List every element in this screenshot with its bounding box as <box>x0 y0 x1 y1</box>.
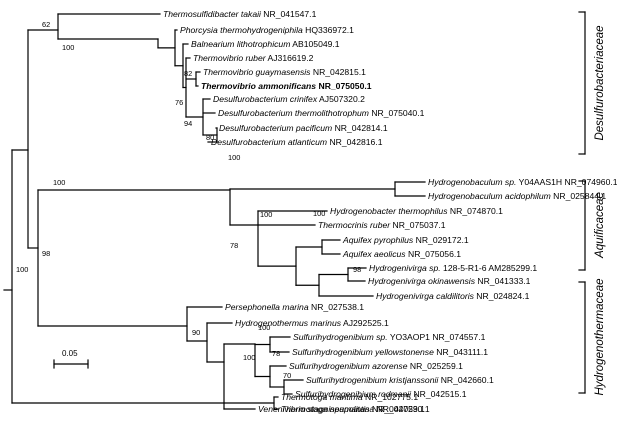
taxon-label: Hydrogenothermus marinus AJ292525.1 <box>235 318 389 328</box>
bootstrap-value: 62 <box>42 20 50 29</box>
bootstrap-value: 80 <box>206 133 214 142</box>
bootstrap-value: 82 <box>184 69 192 78</box>
family-label-hydrogenothermaceae: Hydrogenothermaceae <box>594 279 606 396</box>
taxon-label: Venenivibrio stagnispumantis NR_044029.1 <box>258 404 425 414</box>
bootstrap-value: 100 <box>258 323 270 332</box>
taxon-label: Phorcysia thermohydrogeniphila HQ336972.… <box>180 25 354 35</box>
taxon-label: Hydrogenivirga sp. 128-5-R1-6 AM285299.1 <box>369 263 537 273</box>
taxon-label: Sulfurihydrogenibium azorense NR_025259.… <box>289 361 463 371</box>
taxon-label: Thermovibrio guaymasensis NR_042815.1 <box>203 67 366 77</box>
scale-bar: 0.05 <box>53 349 89 369</box>
taxon-label: Desulfurobacterium pacificum NR_042814.1 <box>219 123 388 133</box>
family-bracket-desulfurobacteriaceae: Desulfurobacteriaceae <box>578 11 606 155</box>
bootstrap-values: 100 62 100 82 76 94 80 98 100 100 78 100 98 100 90 100 1… <box>16 20 361 380</box>
bootstrap-value: 90 <box>192 328 200 337</box>
bootstrap-value: 100 <box>228 153 240 162</box>
family-label-aquificaceae: Aquificaceae <box>594 192 606 259</box>
taxon-label: Thermovibrio ammonificans NR_075050.1 <box>201 81 372 91</box>
taxon-label: Hydrogenivirga okinawensis NR_041333.1 <box>368 276 531 286</box>
bootstrap-value: 94 <box>184 119 192 128</box>
bootstrap-value: 100 <box>62 43 74 52</box>
taxon-label: Thermovibrio ruber AJ316619.2 <box>193 53 314 63</box>
taxon-label: Desulfurobacterium atlanticum NR_042816.… <box>211 137 383 147</box>
bootstrap-value: 100 <box>243 353 255 362</box>
taxon-label: Thermotoga maritima NR_102775.1 <box>281 392 418 402</box>
family-bracket-hydrogenothermaceae: Hydrogenothermaceae <box>578 279 606 396</box>
taxon-label: Sulfurihydrogenibium rodmanii NR_042515.… <box>295 389 467 399</box>
taxon-label: Balnearium lithotrophicum AB105049.1 <box>191 39 340 49</box>
taxon-label: Sulfurihydrogenibium yellowstonense NR_0… <box>292 347 488 357</box>
bootstrap-value: 78 <box>230 241 238 250</box>
bootstrap-value: 98 <box>353 265 361 274</box>
bootstrap-value: 98 <box>42 249 50 258</box>
taxon-label: Persephonella marina NR_027538.1 <box>225 302 364 312</box>
taxon-label: Thermotoga neapolitana NR_027530.1 <box>281 404 430 414</box>
taxon-labels: Thermosulfidibacter takaii NR_041547.1Ph… <box>163 9 617 414</box>
taxon-label: Hydrogenobaculum sp. Y04AAS1H NR_074960.… <box>428 177 617 187</box>
bootstrap-value: 70 <box>283 371 291 380</box>
bootstrap-value: 76 <box>175 98 183 107</box>
bootstrap-value: 78 <box>272 349 280 358</box>
bootstrap-value: 100 <box>16 265 28 274</box>
family-label-desulfurobacteriaceae: Desulfurobacteriaceae <box>594 25 606 140</box>
taxon-label: Hydrogenobacter thermophilus NR_074870.1 <box>330 206 503 216</box>
taxon-label: Sulfurihydrogenibium kristjanssonii NR_0… <box>306 375 494 385</box>
taxon-label: Desulfurobacterium thermolithotrophum NR… <box>218 108 425 118</box>
scale-bar-label: 0.05 <box>62 349 78 358</box>
taxon-label: Hydrogenivirga caldilitoris NR_024824.1 <box>376 291 530 301</box>
taxon-label: Thermosulfidibacter takaii NR_041547.1 <box>163 9 317 19</box>
taxon-label: Desulfurobacterium crinifex AJ507320.2 <box>213 94 365 104</box>
taxon-label: Aquifex pyrophilus NR_029172.1 <box>342 235 469 245</box>
family-bracket-aquificaceae: Aquificaceae <box>578 180 606 271</box>
tree-branches <box>3 13 426 410</box>
taxon-label: Aquifex aeolicus NR_075056.1 <box>342 249 461 259</box>
taxon-label: Sulfurihydrogenibium sp. YO3AOP1 NR_0745… <box>293 332 486 342</box>
bootstrap-value: 100 <box>313 209 325 218</box>
bootstrap-value: 100 <box>53 178 65 187</box>
taxon-label: Hydrogenobaculum acidophilum NR_025844.1 <box>428 191 606 201</box>
bootstrap-value: 100 <box>260 210 272 219</box>
taxon-label: Thermocrinis ruber NR_075037.1 <box>318 220 446 230</box>
